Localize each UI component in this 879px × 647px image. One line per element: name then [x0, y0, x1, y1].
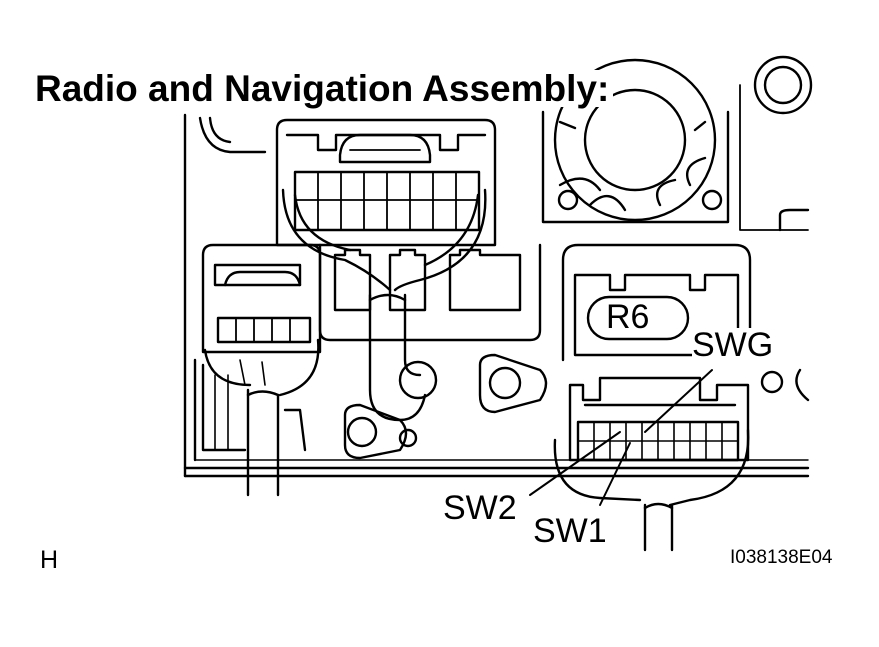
terminal-connector: [568, 376, 750, 462]
terminal-label-swg: SWG: [692, 326, 774, 364]
wire-harness: [203, 188, 750, 552]
chassis-panel: [183, 84, 810, 478]
top-connector: [275, 118, 497, 247]
terminal-label-sw2: SW2: [443, 489, 517, 527]
connector-label-r6: R6: [606, 298, 650, 336]
middle-connectors: [318, 243, 542, 342]
diagram-title: Radio and Navigation Assembly:: [35, 70, 614, 107]
left-connector: [201, 243, 322, 452]
terminal-label-sw1: SW1: [533, 512, 607, 550]
mounting-lugs: [343, 353, 810, 460]
leader-lines: [529, 369, 713, 506]
figure-code: I038138E04: [730, 547, 833, 568]
corner-label: H: [40, 546, 59, 574]
cooling-fan: [541, 55, 813, 224]
